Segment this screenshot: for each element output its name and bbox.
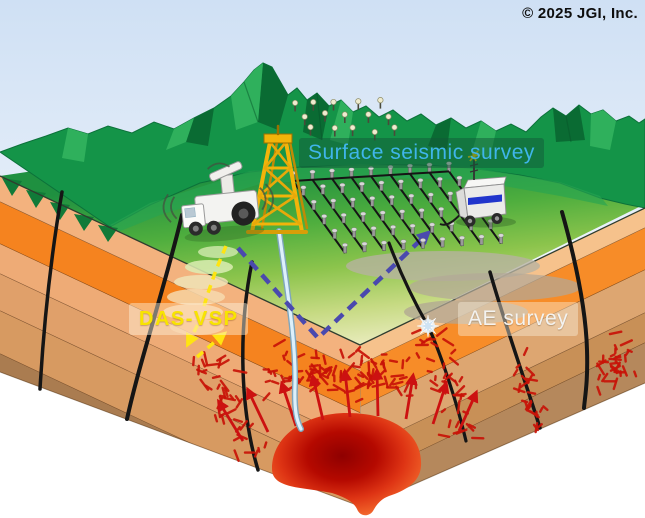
geophone-icon [456, 175, 463, 187]
hill-geophone-icon [349, 124, 356, 137]
geophone-icon [417, 178, 424, 189]
surface-front-edge [0, 175, 645, 346]
geophone-icon [399, 209, 406, 220]
hill-geophone-icon [385, 113, 392, 126]
das-vsp-label: DAS-VSP [129, 303, 249, 336]
vibration-arcs [162, 162, 274, 223]
hill-geophone-icon [310, 99, 317, 111]
hillside-geophones [292, 97, 398, 141]
hill-geophone-icon [301, 113, 308, 126]
fault-line [38, 190, 64, 391]
geophone-icon [439, 236, 446, 248]
magma-chamber [272, 413, 422, 516]
truck-crane-boom [209, 161, 243, 182]
geophone-icon [388, 194, 395, 206]
geophone-icon [319, 184, 326, 195]
geophone-icon [378, 180, 385, 191]
geophone-icon [436, 176, 443, 188]
fault-line [488, 270, 542, 430]
geophone-icon [349, 197, 356, 208]
geophone-icon [397, 179, 404, 190]
ae-survey-label: AE survey [458, 302, 579, 336]
geophone-icon [418, 208, 425, 219]
geophone-icon [342, 242, 348, 254]
hill-geophone-icon [377, 97, 384, 109]
geophone-icon [409, 223, 416, 235]
geophone-icon [381, 240, 387, 251]
das-vsp-ray [186, 245, 228, 359]
geophone-icon [408, 193, 415, 205]
geophone-icon [340, 212, 347, 224]
geophone-icon [348, 167, 355, 178]
geophone-icon [360, 211, 367, 223]
geophone-icon [331, 228, 338, 239]
fault-line [241, 260, 260, 472]
hill-geophone-icon [292, 99, 299, 112]
hill-geophone-icon [307, 124, 314, 136]
geophone-icon [379, 210, 386, 221]
geophone-icon [370, 226, 377, 237]
surface-seismic-survey-label: Surface seismic survey [299, 138, 544, 168]
copyright-notice: © 2025 JGI, Inc. [522, 5, 638, 22]
geophone-icon [447, 191, 454, 202]
hill-geophone-icon [355, 98, 362, 110]
hill-geophone-icon [321, 110, 329, 122]
stress-arrows [217, 367, 479, 442]
hill-geophone-icon [365, 111, 372, 123]
geophone-icon [427, 192, 434, 203]
geophone-icon [321, 214, 328, 225]
geophone-icon [420, 238, 426, 249]
truck-shadow [184, 225, 265, 242]
geophone-icon [300, 185, 307, 196]
geophone-icon [330, 198, 337, 209]
geophone-icon [310, 199, 317, 211]
ae-event-star [416, 314, 440, 338]
geophone-icon [339, 182, 346, 194]
geophone-icon [351, 227, 358, 238]
hill-geophone-icon [341, 111, 348, 123]
hill-geophone-icon [331, 124, 338, 137]
geophone-icon [478, 234, 485, 245]
hill-geophone-icon [330, 98, 337, 111]
geophone-icon [361, 241, 368, 253]
blue-stripe [468, 194, 502, 205]
wavefront-ellipses [163, 246, 238, 335]
geophone-icon [400, 239, 407, 250]
hill-geophone-icon [391, 124, 398, 136]
mountain-ridge-lines [243, 81, 572, 143]
fault-line [560, 210, 590, 410]
truck-window [184, 207, 196, 218]
reflection-ray [236, 230, 432, 341]
geophone-grid [290, 161, 504, 254]
geophone-icon [438, 206, 445, 218]
geophone-icon [369, 196, 376, 207]
geophone-icon [429, 222, 436, 233]
geophone-icon [358, 181, 365, 193]
borehole [276, 228, 304, 432]
derrick-crown [263, 133, 293, 144]
fault-line [125, 213, 184, 421]
vibroseis-truck [162, 161, 274, 242]
geophone-icon [498, 233, 504, 244]
geophone-icon [390, 224, 397, 236]
geophone-icon [459, 235, 465, 247]
